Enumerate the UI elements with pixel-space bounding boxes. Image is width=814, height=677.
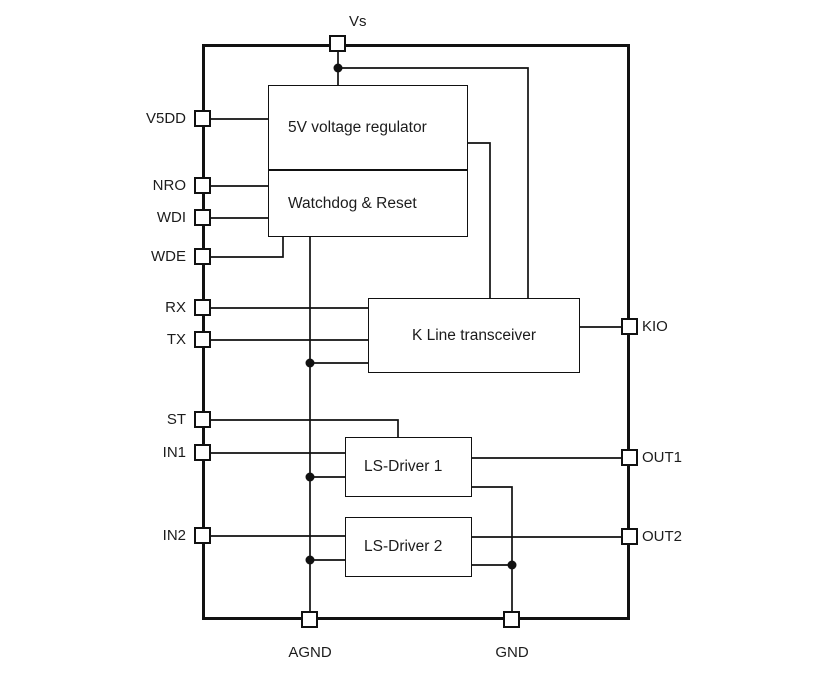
wire-wde <box>209 236 284 258</box>
pin-label-vs: Vs <box>349 13 367 30</box>
pin-label-st: ST <box>166 411 186 428</box>
pin-out1 <box>621 449 638 466</box>
junction-dot <box>305 472 315 482</box>
pin-vs <box>329 35 346 52</box>
pin-label-out2: OUT2 <box>642 528 683 545</box>
pin-v5dd <box>194 110 211 127</box>
pin-label-in2: IN2 <box>162 527 186 544</box>
junction-dot <box>333 63 343 73</box>
junction-dot <box>507 560 517 570</box>
wire-st <box>209 419 399 438</box>
pin-rx <box>194 299 211 316</box>
pin-nro <box>194 177 211 194</box>
pin-out2 <box>621 528 638 545</box>
pin-label-kio: KIO <box>642 318 668 335</box>
junction-dot <box>305 555 315 565</box>
block-label: Watchdog & Reset <box>288 194 417 212</box>
block-ls-driver-2: LS-Driver 2 <box>345 517 472 577</box>
block-label: LS-Driver 2 <box>364 538 443 555</box>
pin-gnd <box>503 611 520 628</box>
block-watchdog-reset: Watchdog & Reset <box>268 170 468 237</box>
pin-label-out1: OUT1 <box>642 449 683 466</box>
junction-dots <box>305 63 517 570</box>
pin-tx <box>194 331 211 348</box>
block-ls-driver-1: LS-Driver 1 <box>345 437 472 497</box>
pin-label-tx: TX <box>166 331 186 348</box>
block-5v-voltage-regulator: 5V voltage regulator <box>268 85 468 170</box>
pin-label-rx: RX <box>165 299 186 316</box>
pin-label-gnd: GND <box>495 644 529 661</box>
wire-regulator-to-kline <box>468 142 491 299</box>
pin-wde <box>194 248 211 265</box>
pin-kio <box>621 318 638 335</box>
block-label: LS-Driver 1 <box>364 458 443 475</box>
pin-in2 <box>194 527 211 544</box>
pin-label-agnd: AGND <box>288 644 332 661</box>
pin-agnd <box>301 611 318 628</box>
pin-label-nro: NRO <box>152 177 186 194</box>
wire-lsdriver1-to-gnd <box>471 486 513 612</box>
wire-vs-to-kline <box>338 67 529 299</box>
pin-label-v5dd: V5DD <box>145 110 186 127</box>
chip-outline <box>202 44 630 620</box>
block-k-line-transceiver: K Line transceiver <box>368 298 580 373</box>
block-label: 5V voltage regulator <box>288 118 427 136</box>
pin-label-wdi: WDI <box>156 209 186 226</box>
wires <box>209 52 622 612</box>
junction-dot <box>305 358 315 368</box>
pin-label-in1: IN1 <box>162 444 186 461</box>
pin-wdi <box>194 209 211 226</box>
pin-st <box>194 411 211 428</box>
pin-label-wde: WDE <box>151 248 186 265</box>
pin-in1 <box>194 444 211 461</box>
block-label: K Line transceiver <box>411 326 537 344</box>
